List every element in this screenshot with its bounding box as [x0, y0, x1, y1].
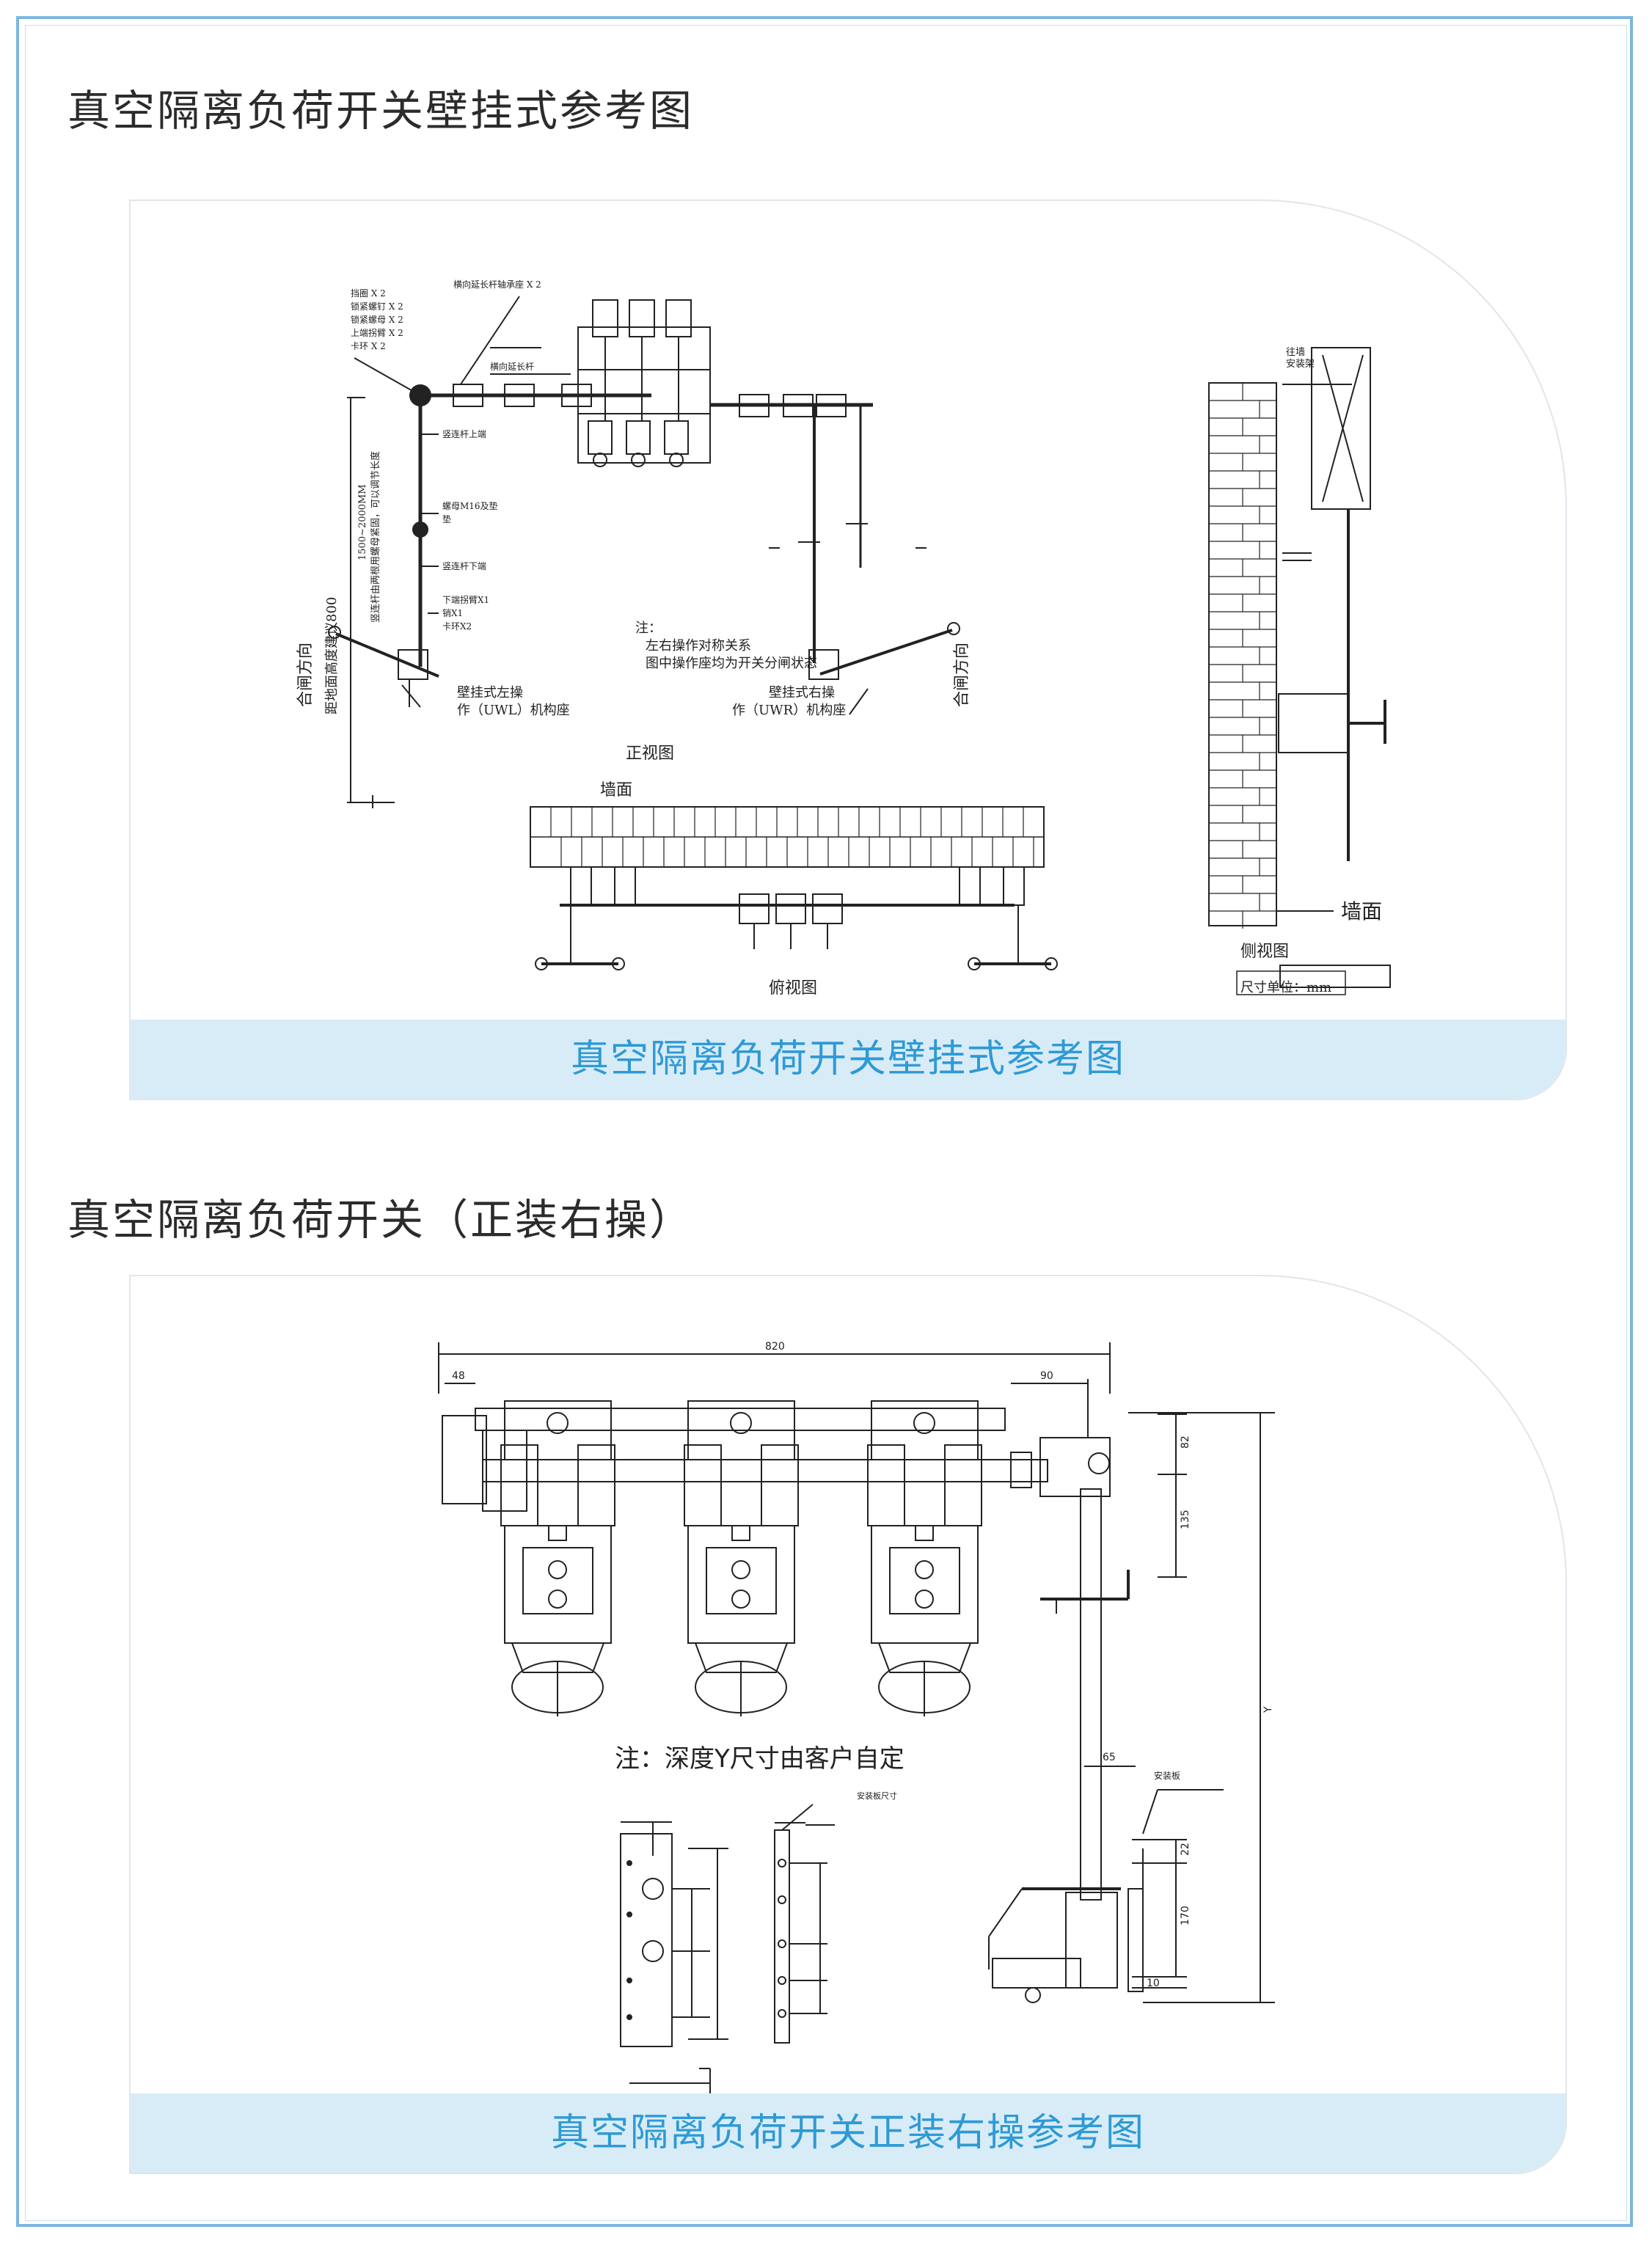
nut-washer-label: 螺母M16及垫	[442, 500, 498, 511]
ground-height-note: 距地面高度建议800	[324, 597, 340, 714]
plate-size-label: 安装板尺寸	[857, 1790, 897, 1801]
right-operated-panel: 820 48 90 82 135 Y 65 安装板 22 170 10 安装板尺…	[129, 1275, 1567, 2174]
section2-heading: 真空隔离负荷开关（正装右操）	[67, 1195, 695, 1245]
dimension-22: 22	[1180, 1843, 1191, 1856]
vertical-rod-top-label: 竖连杆上端	[442, 428, 486, 439]
parts-item-1: 挡圈 X 2	[351, 288, 386, 299]
mount-plate-label: 安装板	[1154, 1770, 1180, 1781]
depth-note: 注：深度Y尺寸由客户自定	[615, 1744, 904, 1774]
dimension-135: 135	[1180, 1510, 1191, 1529]
right-op-line-1: 壁挂式右操	[769, 685, 835, 700]
parts-item-4: 上端拐臂 X 2	[351, 327, 403, 338]
section1-heading: 真空隔离负荷开关壁挂式参考图	[67, 86, 695, 136]
pin-label: 销X1	[442, 608, 463, 618]
left-op-line-1: 壁挂式左操	[457, 685, 523, 700]
dimension-65: 65	[1103, 1752, 1116, 1763]
side-view-label: 侧视图	[1240, 943, 1289, 961]
left-op-line-2: 作（UWL）机构座	[457, 703, 570, 718]
right-operated-drawing: 820 48 90 82 135 Y 65 安装板 22 170 10 安装板尺…	[438, 1341, 1275, 2098]
mount-rack-label-1: 往墙	[1286, 347, 1305, 358]
right-op-line-2: 作（UWR）机构座	[732, 703, 846, 718]
top-brick-pattern	[550, 807, 1034, 867]
note-line-1: 左右操作对称关系	[646, 638, 751, 654]
page-inner-border	[25, 25, 1627, 2221]
unit-note: 尺寸单位：mm	[1240, 980, 1331, 995]
parts-item-5: 卡环 X 2	[351, 341, 386, 351]
ring-label: 卡环X2	[442, 621, 472, 632]
section2-caption: 真空隔离负荷开关正装右操参考图	[131, 2093, 1565, 2173]
parts-item-2: 锁紧螺钉 X 2	[351, 301, 403, 312]
depth-dimension: Y	[1262, 1706, 1274, 1713]
washer-label: 垫	[442, 513, 451, 524]
switch-pole	[867, 1400, 982, 1716]
bearing-seat-label: 横向延长杆轴承座 X 2	[453, 279, 541, 290]
top-wall-label: 墙面	[600, 781, 632, 800]
close-direction-left: 合闸方向	[296, 643, 315, 707]
note-title: 注：	[635, 621, 662, 636]
vertical-rod-bottom-label: 竖连杆下端	[442, 560, 486, 571]
close-direction-right: 合闸方向	[953, 643, 971, 707]
section1-caption: 真空隔离负荷开关壁挂式参考图	[131, 1020, 1565, 1099]
parts-item-3: 锁紧螺母 X 2	[351, 314, 403, 325]
extension-rod-label: 横向延长杆	[490, 361, 534, 372]
length-note: 竖连杆由两根用螺母紧固，可以调节长度	[370, 451, 381, 623]
top-view-label: 俯视图	[769, 979, 817, 998]
dimension-82: 82	[1180, 1435, 1191, 1449]
wall-mount-drawing: 挡圈 X 2 锁紧螺钉 X 2 锁紧螺母 X 2 上端拐臂 X 2 卡环 X 2…	[296, 279, 1391, 998]
note-line-2: 图中操作座均为开关分闸状态	[646, 656, 817, 671]
dimension-10: 10	[1147, 1978, 1160, 1989]
lower-arm-label: 下端拐臂X1	[442, 594, 489, 605]
mount-rack-label-2: 安装架	[1286, 359, 1315, 370]
width-dimension: 820	[765, 1341, 785, 1353]
wall-mount-panel: 挡圈 X 2 锁紧螺钉 X 2 锁紧螺母 X 2 上端拐臂 X 2 卡环 X 2…	[129, 200, 1567, 1100]
switch-pole	[500, 1400, 615, 1716]
left-offset-dimension: 48	[452, 1370, 465, 1382]
side-brick-pattern	[1209, 382, 1276, 929]
side-wall-label: 墙面	[1341, 899, 1382, 923]
length-dimension: 1500~2000MM	[357, 484, 368, 560]
front-view-label: 正视图	[626, 745, 674, 763]
right-offset-dimension: 90	[1040, 1370, 1053, 1382]
dimension-170: 170	[1180, 1906, 1191, 1925]
switch-pole	[684, 1400, 799, 1716]
page-border	[16, 16, 1633, 2227]
